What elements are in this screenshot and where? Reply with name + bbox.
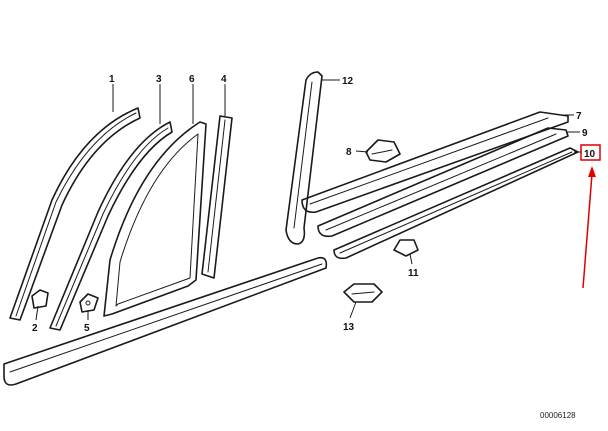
callout-3: 3 bbox=[156, 74, 162, 85]
part-3-pillar-trim[interactable] bbox=[49, 121, 173, 331]
leader-lines bbox=[35, 79, 582, 321]
callout-8: 8 bbox=[346, 147, 352, 158]
part-12-b-pillar-trim[interactable] bbox=[285, 71, 323, 245]
callout-10-highlight-box bbox=[580, 144, 601, 161]
part-2-clip[interactable] bbox=[31, 289, 49, 309]
part-5-clip[interactable] bbox=[79, 293, 99, 313]
part-13-clip[interactable] bbox=[343, 283, 383, 303]
callout-7: 7 bbox=[576, 111, 582, 122]
callout-13: 13 bbox=[343, 322, 355, 333]
callout-10: 10 bbox=[584, 149, 596, 160]
part-10-moulding[interactable] bbox=[333, 147, 579, 260]
callout-4: 4 bbox=[221, 74, 227, 85]
callout-2: 2 bbox=[32, 323, 38, 334]
sill-moulding[interactable] bbox=[3, 256, 328, 386]
callout-11: 11 bbox=[408, 268, 419, 279]
part-9-rail[interactable] bbox=[317, 127, 569, 238]
callout-6: 6 bbox=[189, 74, 195, 85]
callout-1: 1 bbox=[109, 74, 115, 85]
highlight-arrow-icon bbox=[582, 166, 596, 289]
part-4-vertical-strip[interactable] bbox=[201, 115, 233, 279]
part-11-clip[interactable] bbox=[393, 239, 419, 257]
drawing-code: 00006128 bbox=[540, 411, 576, 420]
part-1-pillar-trim[interactable] bbox=[9, 107, 141, 321]
callout-12: 12 bbox=[342, 76, 354, 87]
callout-9: 9 bbox=[582, 128, 588, 139]
callout-5: 5 bbox=[84, 323, 90, 334]
part-6-window-seal[interactable] bbox=[103, 121, 207, 317]
part-7-rail[interactable] bbox=[301, 111, 569, 214]
part-8-clip[interactable] bbox=[365, 139, 401, 163]
